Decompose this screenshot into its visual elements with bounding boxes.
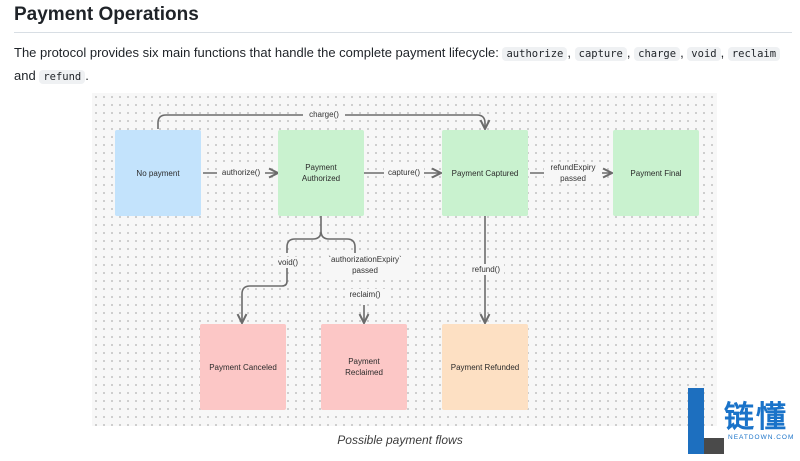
- label-capture: capture(): [384, 167, 424, 178]
- figure-caption: Possible payment flows: [337, 433, 463, 447]
- label-void: void(): [273, 257, 303, 268]
- code-capture: capture: [574, 47, 627, 61]
- separator: ,: [720, 45, 728, 60]
- period: .: [85, 68, 89, 83]
- void-arrow: [242, 265, 288, 323]
- conjunction: and: [14, 68, 40, 83]
- separator: ,: [567, 45, 575, 60]
- node-no-payment: No payment: [115, 130, 201, 216]
- label-refund-expiry: refundExpiry passed: [544, 162, 602, 184]
- code-void: void: [687, 47, 721, 61]
- label-refund: refund(): [468, 264, 504, 275]
- label-authorize: authorize(): [217, 167, 265, 178]
- label-charge: charge(): [303, 109, 345, 120]
- intro-paragraph: The protocol provides six main functions…: [14, 42, 784, 88]
- logo-english-text: NEATDOWN.COM: [728, 434, 795, 441]
- separator: ,: [680, 45, 688, 60]
- node-payment-canceled: Payment Canceled: [200, 324, 286, 410]
- page-title: Payment Operations: [14, 4, 199, 25]
- node-payment-final: Payment Final: [613, 130, 699, 216]
- node-payment-reclaimed: Payment Reclaimed: [321, 324, 407, 410]
- code-reclaim: reclaim: [727, 47, 781, 61]
- node-payment-refunded: Payment Refunded: [442, 324, 528, 410]
- label-reclaim: reclaim(): [345, 289, 385, 300]
- authorized-split-brace: [286, 216, 356, 253]
- logo-l-mark: [688, 388, 724, 454]
- separator: ,: [626, 45, 635, 60]
- code-charge: charge: [634, 47, 681, 61]
- node-payment-captured: Payment Captured: [442, 130, 528, 216]
- code-authorize: authorize: [502, 47, 568, 61]
- intro-text: The protocol provides six main functions…: [14, 45, 503, 60]
- payment-flow-diagram: No payment Payment Authorized Payment Ca…: [92, 93, 717, 426]
- neatdown-logo: 链懂 NEATDOWN.COM: [684, 386, 800, 456]
- label-authorization-expiry: `authorizationExpiry` passed: [321, 254, 409, 276]
- code-refund: refund: [39, 70, 86, 84]
- node-payment-authorized: Payment Authorized: [278, 130, 364, 216]
- logo-chinese-text: 链懂: [724, 400, 788, 435]
- title-divider: [14, 32, 792, 33]
